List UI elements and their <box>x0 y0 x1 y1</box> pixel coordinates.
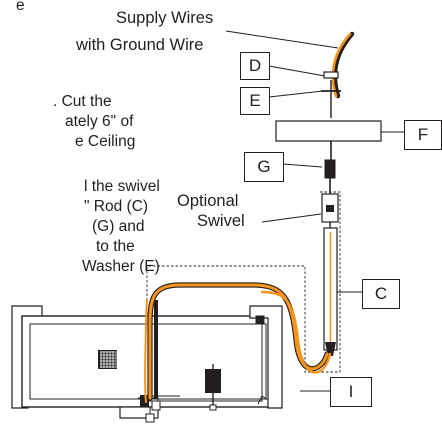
instruction-line: to the <box>96 238 135 255</box>
callout-i: I <box>330 377 372 407</box>
vent-grille <box>98 350 117 369</box>
ballast <box>205 364 221 411</box>
instruction-line: " Rod (C) <box>84 198 149 215</box>
nut-g-part <box>324 159 336 179</box>
ceiling-plate <box>275 120 382 142</box>
optional-swivel-label-2: Swivel <box>197 212 245 230</box>
callout-g: G <box>244 152 284 182</box>
callout-c: C <box>362 279 400 309</box>
downrod <box>323 227 338 356</box>
supply-wires <box>330 31 355 118</box>
instruction-line: l the swivel <box>84 178 160 195</box>
instruction-line: e <box>16 0 25 14</box>
fixture-post <box>154 300 158 398</box>
instruction-line: Washer (E) <box>82 258 160 275</box>
callout-e: E <box>240 87 270 115</box>
dashed-outline <box>146 191 341 377</box>
instruction-line: ately 6" of <box>65 113 134 130</box>
instruction-line: e Ceiling <box>75 133 136 150</box>
optional-swivel-label: Optional <box>177 192 239 210</box>
wire-connectors <box>140 395 161 423</box>
supply-wires-label-2: with Ground Wire <box>76 36 204 54</box>
callout-f: F <box>404 120 442 150</box>
instruction-line: . Cut the <box>53 93 112 110</box>
leader-lines <box>225 30 404 392</box>
supply-cable <box>144 282 332 403</box>
supply-wires-label: Supply Wires <box>116 9 214 27</box>
nut-d-part <box>323 71 339 79</box>
callout-d: D <box>240 52 270 80</box>
optional-swivel <box>321 193 339 228</box>
instruction-line: (G) and <box>92 218 145 235</box>
